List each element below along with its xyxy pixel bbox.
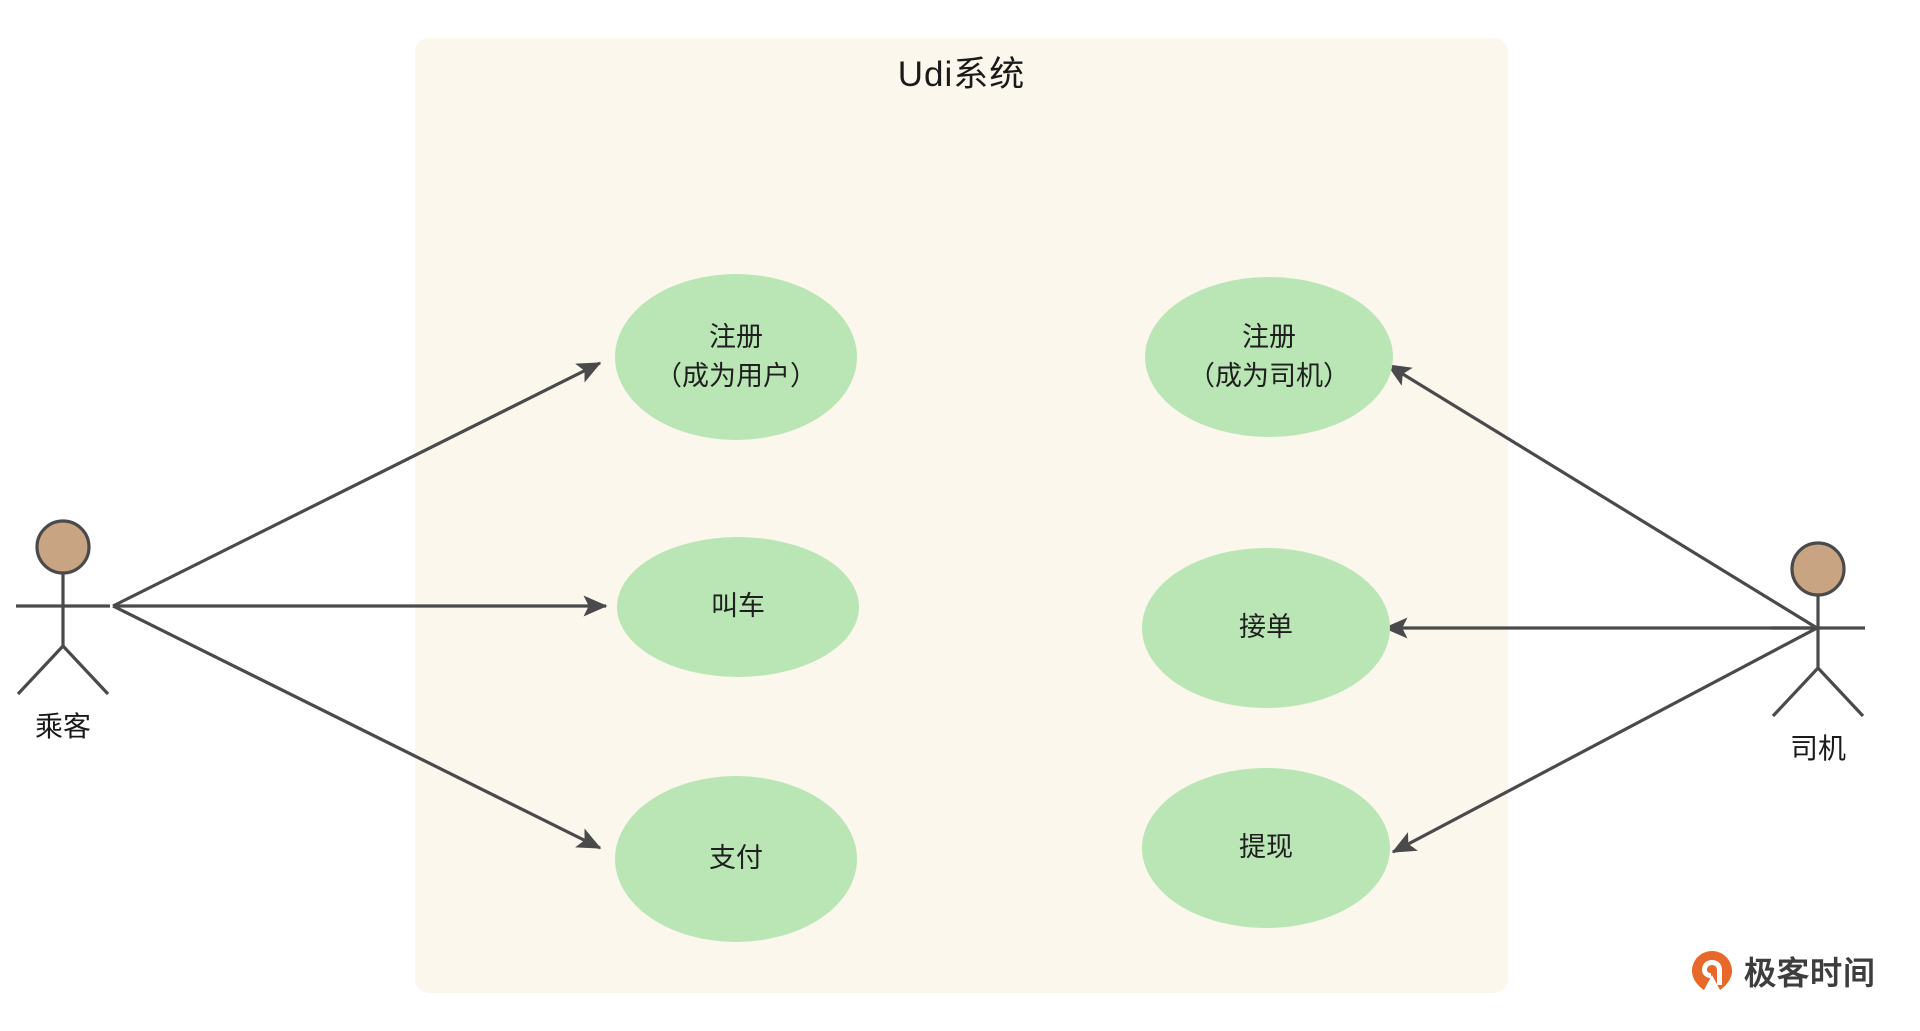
usecase-label-line2: （成为用户） — [655, 361, 817, 391]
usecase-pay[interactable]: 支付 — [615, 776, 857, 942]
usecase-call-car[interactable]: 叫车 — [617, 537, 859, 677]
usecase-label-line1: 叫车 — [711, 591, 765, 622]
actor-stick-figure-icon — [16, 519, 110, 696]
usecase-label-line1: 支付 — [709, 843, 763, 874]
brand-name: 极客时间 — [1744, 955, 1877, 991]
usecase-register-user[interactable]: 注册 （成为用户） — [615, 274, 857, 440]
actor-label-driver: 司机 — [1789, 733, 1846, 764]
usecase-label-line1: 提现 — [1239, 832, 1293, 863]
usecase-label-line1: 接单 — [1239, 612, 1293, 643]
geektime-logo-icon — [1692, 951, 1732, 990]
usecase-accept-order[interactable]: 接单 — [1142, 548, 1390, 708]
usecase-label-line2: （成为司机） — [1188, 361, 1350, 391]
actor-stick-figure-icon — [1771, 541, 1865, 718]
usecase-label-line1: 注册 — [1242, 321, 1296, 352]
usecase-register-driver[interactable]: 注册 （成为司机） — [1145, 277, 1393, 437]
actor-label-passenger: 乘客 — [34, 711, 91, 742]
brand-watermark: 极客时间 — [1690, 948, 1876, 994]
usecase-label-line1: 注册 — [709, 321, 763, 352]
actor-driver[interactable] — [1753, 538, 1883, 718]
usecase-withdraw[interactable]: 提现 — [1142, 768, 1390, 928]
actor-passenger[interactable] — [0, 516, 128, 696]
system-title: Udi系统 — [897, 55, 1026, 94]
